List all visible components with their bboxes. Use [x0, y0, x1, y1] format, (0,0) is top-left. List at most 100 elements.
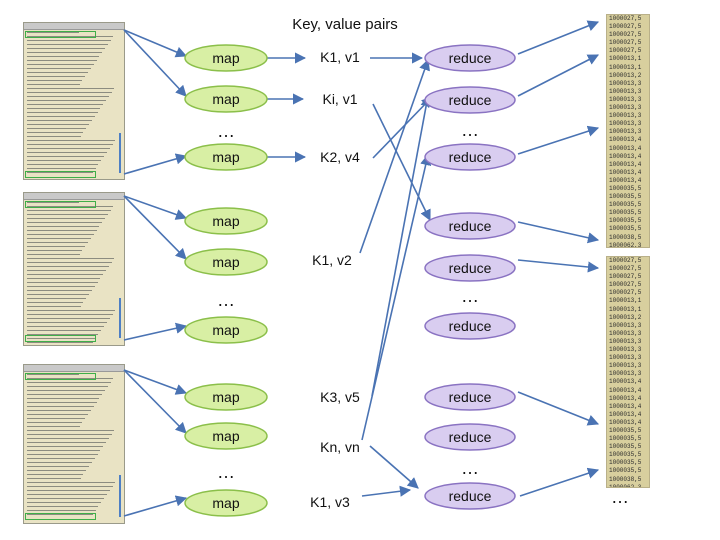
output-line: 1000027,5	[609, 39, 642, 47]
output-line: 1000013,4	[609, 410, 642, 418]
output-line: 1000013,4	[609, 394, 642, 402]
reduce-node	[424, 383, 516, 411]
output-line: 1000035,5	[609, 184, 642, 192]
key-value-label: K2, v4	[320, 149, 360, 165]
map-node	[184, 383, 268, 411]
map-label: map	[212, 428, 239, 444]
output-line: 1000013,1	[609, 297, 642, 305]
output-line: 1000013,3	[609, 346, 642, 354]
output-line: 1000013,3	[609, 79, 642, 87]
output-line: 1000062,3	[609, 241, 642, 248]
map-label: map	[212, 322, 239, 338]
arrow	[372, 103, 431, 222]
reduce-label: reduce	[449, 92, 492, 108]
doc-lines	[24, 200, 124, 345]
output-line: 1000013,4	[609, 176, 642, 184]
arrow	[517, 20, 600, 55]
output-line: 1000013,3	[609, 362, 642, 370]
output-line: 1000035,5	[609, 193, 642, 201]
arrow	[123, 369, 187, 434]
output-line: 1000013,4	[609, 386, 642, 394]
output-line: 1000013,2	[609, 313, 642, 321]
reduce-label: reduce	[449, 149, 492, 165]
reduce-node	[424, 312, 516, 340]
arrow	[517, 259, 600, 273]
reduce-label: reduce	[449, 50, 492, 66]
map-label: map	[212, 50, 239, 66]
map-node	[184, 248, 268, 276]
reduce-label: reduce	[449, 260, 492, 276]
arrow	[517, 391, 600, 426]
arrow	[123, 495, 188, 517]
key-value-label: K1, v1	[320, 49, 360, 65]
output-line: 1000013,1	[609, 305, 642, 313]
arrow	[372, 96, 433, 159]
output-line: 1000035,5	[609, 225, 642, 233]
ellipsis-mark: …	[461, 286, 479, 306]
output-line: 1000035,5	[609, 201, 642, 209]
output-line: 1000013,3	[609, 87, 642, 95]
output-line: 1000013,4	[609, 152, 642, 160]
output-line: 1000013,3	[609, 104, 642, 112]
arrow	[517, 125, 600, 155]
output-line: 1000013,4	[609, 136, 642, 144]
output-line: 1000013,4	[609, 402, 642, 410]
output-line: 1000027,5	[609, 289, 642, 297]
diagram-title: Key, value pairs	[292, 16, 398, 33]
reduce-node	[424, 212, 516, 240]
output-line: 1000013,2	[609, 71, 642, 79]
map-label: map	[212, 495, 239, 511]
arrow	[519, 467, 600, 497]
reduce-label: reduce	[449, 488, 492, 504]
output-line: 1000013,3	[609, 337, 642, 345]
output-line: 1000013,3	[609, 329, 642, 337]
ellipsis-mark: …	[611, 487, 629, 507]
output-line: 1000062,3	[609, 483, 642, 488]
output-line: 1000013,3	[609, 370, 642, 378]
output-line: 1000013,3	[609, 95, 642, 103]
arrow	[517, 221, 600, 244]
reduce-node	[424, 44, 516, 72]
reduce-node	[424, 482, 516, 510]
output-line: 1000013,3	[609, 354, 642, 362]
key-value-label: K3, v5	[320, 389, 360, 405]
output-line: 1000027,5	[609, 31, 642, 39]
arrow	[123, 153, 188, 175]
reduce-node	[424, 423, 516, 451]
map-node	[184, 143, 268, 171]
key-value-label: Ki, v1	[322, 91, 357, 107]
doc-lines	[24, 372, 124, 520]
ellipsis-mark: …	[461, 120, 479, 140]
output-line: 1000013,4	[609, 160, 642, 168]
key-value-label: Kn, vn	[320, 439, 360, 455]
ellipsis-mark: …	[217, 121, 235, 141]
map-node	[184, 85, 268, 113]
map-label: map	[212, 149, 239, 165]
output-line: 1000035,5	[609, 209, 642, 217]
output-line: 1000027,5	[609, 273, 642, 281]
doc-lines	[24, 30, 124, 178]
output-line: 1000013,3	[609, 120, 642, 128]
output-line: 1000027,5	[609, 47, 642, 55]
map-label: map	[212, 213, 239, 229]
arrow	[371, 94, 432, 397]
map-label: map	[212, 91, 239, 107]
output-line: 1000027,5	[609, 23, 642, 31]
arrow	[517, 54, 599, 97]
arrow	[359, 58, 430, 254]
output-line: 1000013,3	[609, 112, 642, 120]
output-line: 1000038,5	[609, 475, 642, 483]
map-node	[184, 44, 268, 72]
output-line: 1000027,5	[609, 15, 642, 22]
reduce-node	[424, 143, 516, 171]
output-line: 1000013,3	[609, 128, 642, 136]
output-line: 1000013,4	[609, 378, 642, 386]
output-line: 1000035,5	[609, 443, 642, 451]
output-line: 1000013,4	[609, 168, 642, 176]
output-line: 1000035,5	[609, 459, 642, 467]
arrow	[361, 485, 412, 497]
